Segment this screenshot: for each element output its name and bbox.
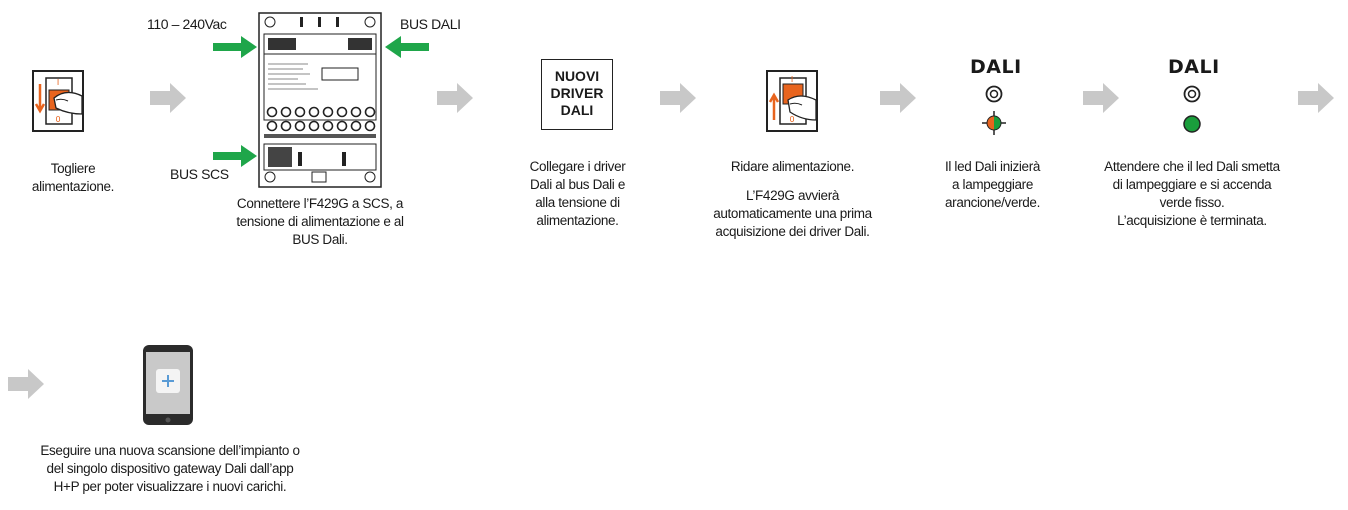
- dali-button-icon: [985, 85, 1003, 103]
- dali-button-icon-2: [1183, 85, 1201, 103]
- svg-text:I: I: [57, 78, 59, 87]
- step2-caption: Connettere l’F429G a SCS, a tensione di …: [236, 196, 404, 247]
- step5-caption: Il led Dali inizierà a lampeggiare aranc…: [944, 159, 1041, 210]
- step3-caption: Collegare i driver Dali al bus Dali e al…: [529, 159, 626, 228]
- bus-scs-label: BUS SCS: [170, 166, 229, 182]
- smartphone-app-icon: [143, 345, 193, 425]
- step7-caption: Eseguire una nuova scansione dell’impian…: [40, 443, 300, 494]
- step6-caption: Attendere che il led Dali smetta di lamp…: [1104, 159, 1280, 228]
- f429g-device-drawing: [258, 12, 382, 188]
- led-green-icon: [1183, 115, 1201, 133]
- svg-text:0: 0: [789, 115, 794, 124]
- power-input-arrow: [213, 36, 257, 58]
- bus-dali-label: BUS DALI: [400, 16, 461, 32]
- step1-caption: Togliere alimentazione.: [31, 161, 115, 194]
- flow-arrow-6: [1298, 83, 1334, 113]
- new-driver-box: NUOVI DRIVER DALI: [541, 59, 613, 130]
- bus-dali-arrow: [385, 36, 429, 58]
- step4-caption: Ridare alimentazione.: [730, 159, 855, 174]
- dali-heading-2: DALI: [1168, 56, 1220, 78]
- flow-arrow-2: [437, 83, 473, 113]
- switch-off-icon: I 0: [32, 70, 84, 132]
- flow-arrow-1: [150, 83, 186, 113]
- flow-arrow-5: [1083, 83, 1119, 113]
- flow-arrow-7: [8, 369, 44, 399]
- dali-heading-1: DALI: [970, 56, 1022, 78]
- flow-arrow-3: [660, 83, 696, 113]
- switch-on-icon: I 0: [766, 70, 818, 132]
- svg-text:0: 0: [55, 115, 60, 124]
- led-blinking-icon: [982, 111, 1006, 135]
- bus-scs-arrow: [213, 145, 257, 167]
- step4-caption-2: L’F429G avvierà automaticamente una prim…: [713, 188, 872, 239]
- voltage-label: 110 – 240Vac: [147, 16, 227, 32]
- flow-arrow-4: [880, 83, 916, 113]
- svg-text:I: I: [791, 75, 793, 84]
